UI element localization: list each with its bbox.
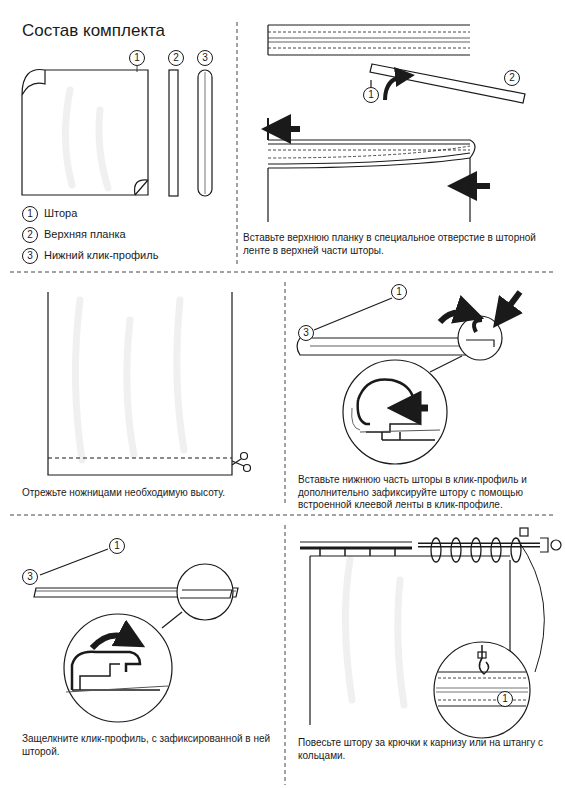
callout-number: 2 (504, 70, 520, 86)
caption-text: Вставьте верхнюю планку в специальное от… (243, 232, 555, 257)
sheet-title: Состав комплекта (22, 20, 165, 41)
callout-number: 1 (391, 284, 407, 300)
caption-text: Отрежьте ножницами необходимую высоту. (22, 487, 272, 500)
callout-number: 1 (363, 87, 379, 103)
caption-text: Нижний клик-профиль (44, 249, 224, 263)
callout-number: 2 (168, 50, 184, 66)
callout-number: 3 (197, 50, 213, 66)
callout-number: 3 (22, 248, 38, 264)
callout-number: 1 (129, 50, 145, 66)
callout-number: 1 (109, 538, 125, 554)
callout-number: 3 (298, 325, 314, 341)
caption-text: Защелкните клик-профиль, с зафиксированн… (22, 733, 277, 758)
caption-text: Повесьте штору за крючки к карнизу или н… (298, 737, 558, 762)
caption-text: Штора (44, 207, 224, 221)
caption-text: Верхняя планка (44, 228, 224, 242)
callout-number: 1 (22, 206, 38, 222)
caption-text: Вставьте нижнюю часть шторы в клик-профи… (298, 474, 560, 512)
callout-number: 2 (22, 227, 38, 243)
callout-number: 3 (22, 569, 38, 585)
callout-number: 1 (497, 691, 513, 707)
